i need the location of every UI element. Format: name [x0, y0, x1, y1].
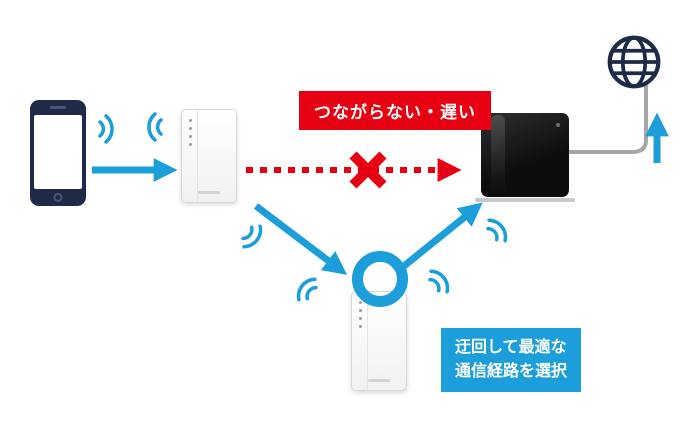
extender-led-lights — [189, 119, 192, 146]
wifi-extender-2-icon — [351, 291, 407, 391]
extender-seam — [197, 110, 198, 202]
arrow-extender1-to-extender2 — [253, 203, 348, 275]
wifi-waves-icon — [486, 218, 508, 243]
wifi-waves-icon — [98, 114, 114, 144]
relay-highlight-ring-icon — [352, 251, 408, 307]
smartphone-speaker — [50, 106, 66, 109]
extender-seam — [367, 292, 368, 390]
internet-cable-line — [566, 82, 648, 154]
extender-logo-mark — [198, 191, 220, 194]
problem-label: つながらない・遅い — [299, 91, 491, 130]
router-base — [475, 198, 575, 202]
wifi-extender-1-icon — [181, 109, 237, 203]
solution-label-line1: 迂回して最適な — [455, 339, 567, 356]
arrow-extender2-to-router — [401, 202, 483, 269]
wifi-waves-icon — [296, 277, 318, 302]
solution-label-line2: 通信経路を選択 — [455, 363, 568, 380]
solution-label: 迂回して最適な 通信経路を選択 — [441, 328, 582, 392]
extender-led-lights — [359, 301, 362, 328]
wifi-waves-icon — [147, 112, 163, 142]
smartphone-home-button — [53, 193, 63, 202]
extender-logo-mark — [368, 379, 390, 382]
router-sheen — [491, 115, 505, 195]
smartphone-icon — [30, 100, 86, 206]
x-mark-icon — [349, 151, 387, 189]
wifi-waves-icon — [428, 269, 450, 294]
wifi-waves-icon — [241, 224, 263, 249]
router-led — [556, 123, 560, 127]
smartphone-screen — [34, 115, 82, 189]
internet-globe-icon — [607, 35, 661, 89]
router-icon — [475, 113, 575, 202]
